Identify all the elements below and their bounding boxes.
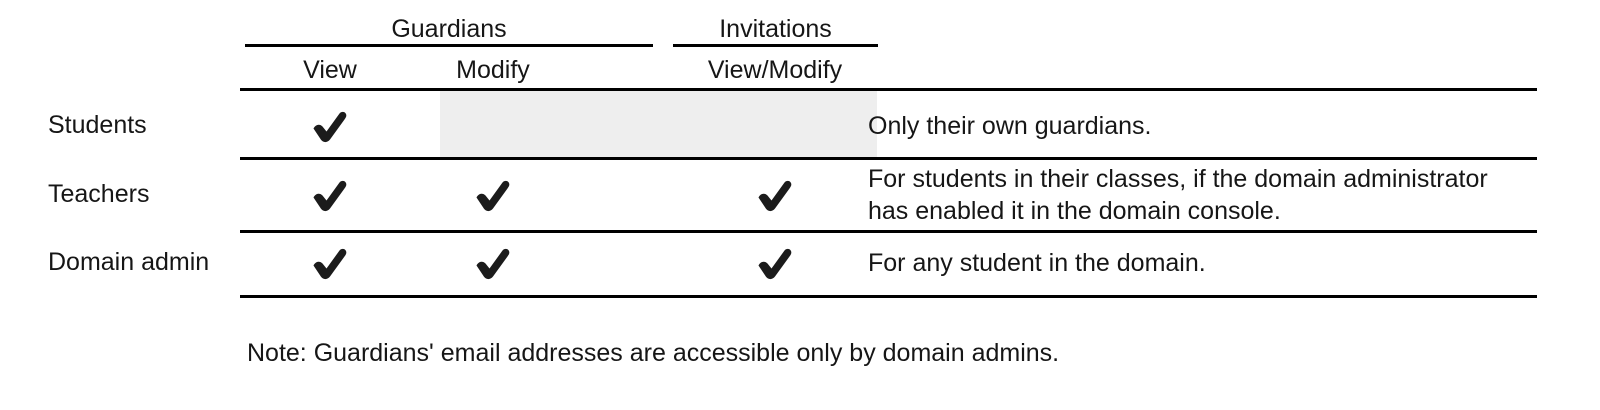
row-label-students: Students	[48, 111, 147, 139]
checkmark-icon	[308, 242, 352, 286]
checkmark-icon	[753, 174, 797, 218]
table-rule-after-teachers	[240, 230, 1537, 233]
description-line: has enabled it in the domain console.	[868, 197, 1281, 225]
column-header-view: View	[303, 56, 357, 84]
column-header-modify: Modify	[456, 56, 530, 84]
checkmark-icon	[471, 174, 515, 218]
cell-shaded-not-applicable	[440, 91, 877, 157]
description-line: For students in their classes, if the do…	[868, 165, 1488, 193]
row-description-teachers: For students in their classes, if the do…	[868, 163, 1528, 227]
table-rule-bottom	[240, 295, 1537, 298]
column-header-view-modify: View/Modify	[707, 56, 843, 84]
description-line: For any student in the domain.	[868, 249, 1206, 277]
table-rule-after-students	[240, 157, 1537, 160]
description-line: Only their own guardians.	[868, 112, 1152, 140]
checkmark-icon	[471, 242, 515, 286]
row-description-domain-admin: For any student in the domain.	[868, 247, 1528, 279]
row-label-teachers: Teachers	[48, 180, 150, 208]
table-rule-top	[240, 88, 1537, 91]
checkmark-icon	[753, 242, 797, 286]
row-label-domain-admin: Domain admin	[48, 248, 210, 276]
checkmark-icon	[308, 174, 352, 218]
checkmark-icon	[308, 105, 352, 149]
group-rule-invitations	[673, 44, 878, 47]
table-note: Note: Guardians' email addresses are acc…	[247, 339, 1060, 367]
group-header-invitations: Invitations	[719, 15, 832, 43]
group-header-guardians: Guardians	[391, 15, 507, 43]
row-description-students: Only their own guardians.	[868, 110, 1528, 142]
group-rule-guardians	[245, 44, 653, 47]
